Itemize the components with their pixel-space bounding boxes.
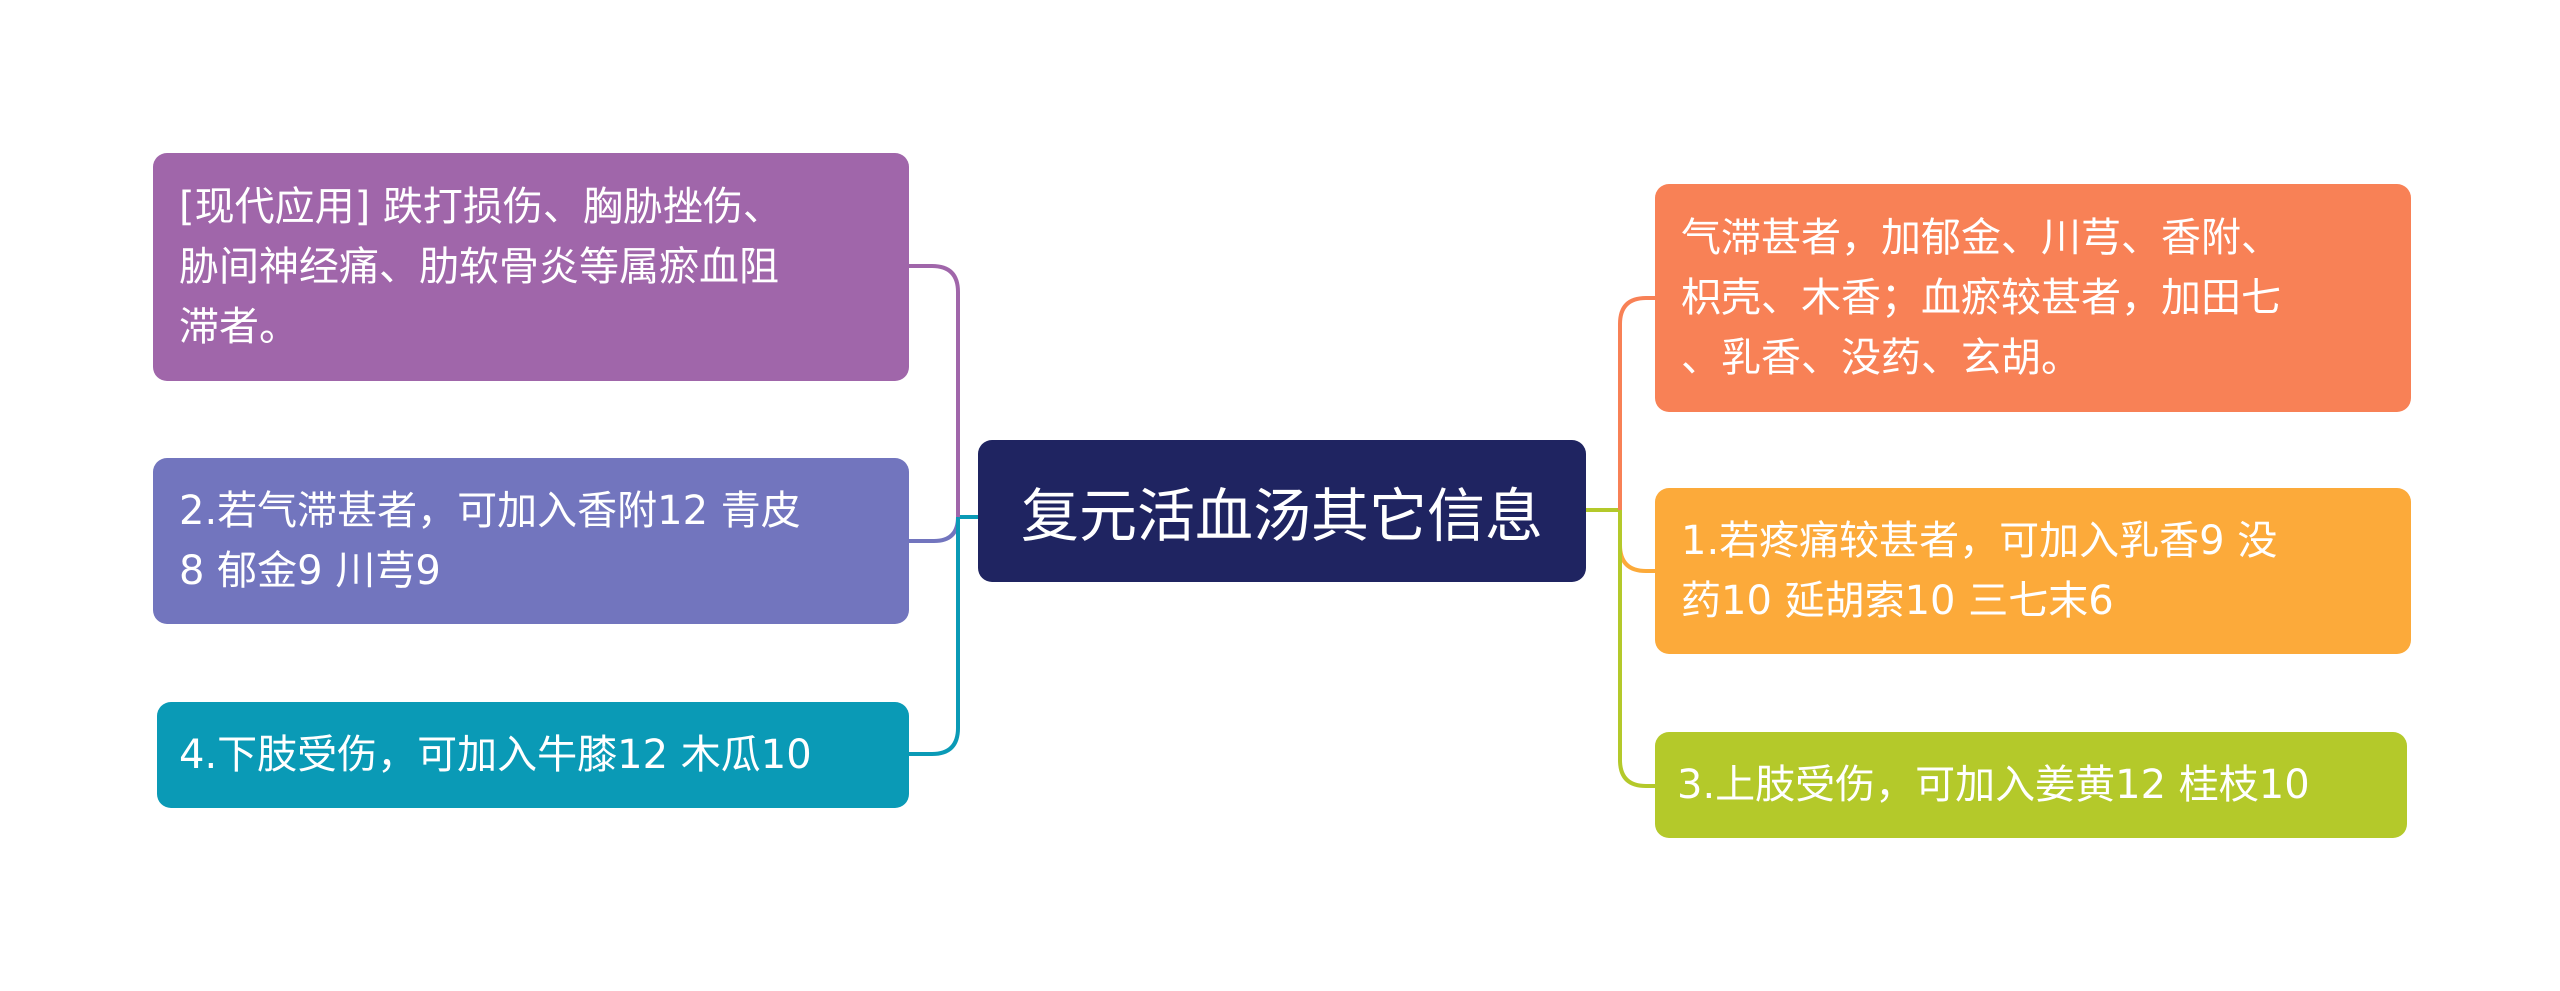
central-topic-label: 复元活血汤其它信息 — [1020, 482, 1543, 550]
topic-modern-application[interactable]: [现代应用] 跌打损伤、胸胁挫伤、 胁间神经痛、肋软骨炎等属瘀血阻 滞者。 — [153, 153, 909, 381]
topic-severe-pain[interactable]: 1.若疼痛较甚者，可加入乳香9 没 药10 延胡索10 三七末6 — [1655, 488, 2411, 654]
topic-label: 3.上肢受伤，可加入姜黄12 桂枝10 — [1677, 762, 2310, 808]
connector-right-2 — [1618, 510, 1655, 573]
topic-qi-blood-stasis[interactable]: 气滞甚者，加郁金、川芎、香附、 枳壳、木香；血瘀较甚者，加田七 、乳香、没药、玄… — [1655, 184, 2411, 412]
topic-lower-limb-injury[interactable]: 4.下肢受伤，可加入牛膝12 木瓜10 — [157, 702, 909, 808]
topic-upper-limb-injury[interactable]: 3.上肢受伤，可加入姜黄12 桂枝10 — [1655, 732, 2407, 838]
connector-left-2 — [908, 516, 960, 543]
connector-right-1 — [1618, 296, 1655, 510]
topic-label: 1.若疼痛较甚者，可加入乳香9 没 药10 延胡索10 三七末6 — [1681, 518, 2278, 624]
topic-label: 4.下肢受伤，可加入牛膝12 木瓜10 — [179, 732, 812, 778]
topic-label: [现代应用] 跌打损伤、胸胁挫伤、 胁间神经痛、肋软骨炎等属瘀血阻 滞者。 — [179, 184, 783, 350]
central-topic[interactable]: 复元活血汤其它信息 — [978, 440, 1586, 582]
connector-left-3 — [908, 517, 960, 756]
topic-qi-stagnation-addition[interactable]: 2.若气滞甚者，可加入香附12 青皮 8 郁金9 川芎9 — [153, 458, 909, 624]
connector-right-3 — [1618, 510, 1655, 788]
connector-left-1 — [908, 264, 960, 517]
topic-label: 气滞甚者，加郁金、川芎、香附、 枳壳、木香；血瘀较甚者，加田七 、乳香、没药、玄… — [1681, 215, 2281, 381]
topic-label: 2.若气滞甚者，可加入香附12 青皮 8 郁金9 川芎9 — [179, 488, 801, 594]
